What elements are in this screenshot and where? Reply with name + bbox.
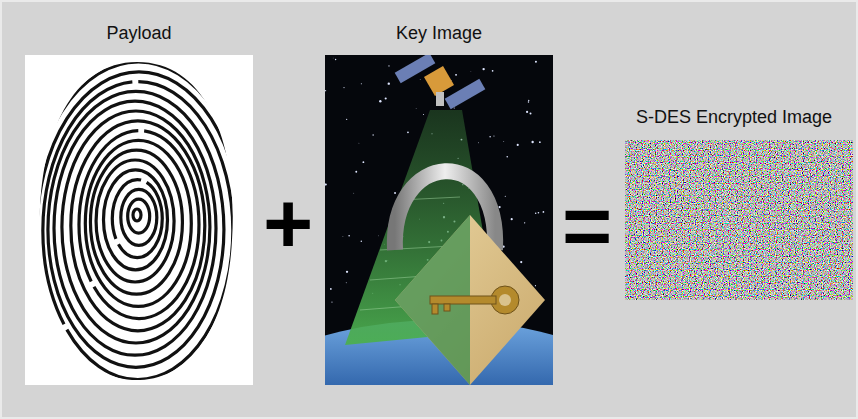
star [346, 271, 348, 273]
ridge [112, 180, 162, 258]
ridge [37, 72, 241, 392]
ridge [20, 52, 252, 416]
ridge [12, 42, 258, 419]
star [506, 156, 508, 158]
ridge [71, 121, 205, 331]
star [345, 282, 347, 284]
ridge [48, 91, 224, 367]
star [353, 192, 355, 194]
star [520, 261, 522, 263]
ridge [0, 23, 274, 419]
panel-heading: S-DES Encrypted Image [636, 107, 832, 127]
star [342, 236, 344, 238]
ridge [0, 0, 295, 419]
ridge [43, 82, 233, 380]
key-image [325, 55, 553, 385]
panel-heading: Key Image [396, 23, 482, 43]
star [372, 134, 373, 135]
star [477, 142, 479, 144]
ridge [133, 209, 141, 221]
star [419, 79, 421, 81]
star [331, 302, 332, 303]
operator-symbol: = [556, 180, 618, 270]
star [343, 87, 344, 88]
star [470, 71, 472, 73]
ridge [0, 0, 332, 419]
ridge [0, 0, 307, 419]
ridge [90, 150, 182, 294]
ridge [128, 199, 150, 233]
star [531, 141, 533, 143]
star [528, 101, 529, 102]
panel-heading: Payload [106, 23, 171, 43]
star [348, 235, 350, 237]
star [378, 235, 380, 237]
satellite [395, 55, 486, 109]
ridge [79, 131, 199, 319]
operator-symbol: + [258, 178, 318, 268]
star [493, 135, 494, 136]
star [454, 107, 455, 108]
star [511, 218, 513, 220]
fingerprint [0, 0, 343, 419]
star [489, 136, 491, 138]
ridge [0, 13, 283, 419]
star [325, 90, 326, 91]
star [361, 83, 362, 84]
star [394, 192, 396, 194]
star [535, 212, 537, 214]
star [528, 100, 529, 101]
star [415, 107, 417, 109]
ridge [0, 0, 325, 419]
ridge [0, 0, 343, 419]
star [388, 82, 390, 84]
star [538, 212, 540, 214]
ridge [85, 140, 191, 306]
star [325, 183, 327, 185]
star [543, 211, 545, 213]
star [358, 142, 360, 144]
star [361, 241, 362, 242]
star [455, 74, 457, 76]
star [407, 131, 409, 133]
star [332, 57, 334, 59]
star [423, 114, 424, 115]
star [492, 70, 494, 72]
star [498, 206, 500, 208]
star [379, 100, 381, 102]
star [330, 288, 332, 290]
ridge [96, 160, 174, 282]
image-panel: Key Image [325, 22, 553, 44]
ridge [29, 62, 247, 404]
ridge [62, 111, 210, 343]
image-panel: S-DES Encrypted Image [612, 106, 856, 128]
ridge [121, 189, 157, 245]
star [517, 144, 519, 146]
ridge [103, 170, 167, 270]
star [524, 222, 525, 223]
ridge [0, 0, 300, 419]
star [385, 97, 387, 99]
encrypted-image [625, 140, 853, 300]
ridge [0, 3, 290, 419]
image-panel: Payload [25, 22, 253, 44]
star [530, 112, 532, 114]
star [535, 61, 537, 63]
star [346, 119, 347, 120]
star [335, 59, 336, 60]
star [526, 111, 528, 113]
ridge [54, 101, 216, 355]
ridge [0, 0, 338, 419]
star [503, 141, 505, 143]
payload-image [25, 55, 253, 385]
star [535, 285, 536, 286]
star [355, 171, 357, 173]
star [362, 161, 364, 163]
ridge [5, 33, 265, 419]
star [505, 196, 506, 197]
star [388, 65, 389, 66]
star [539, 141, 541, 143]
star [482, 68, 484, 70]
